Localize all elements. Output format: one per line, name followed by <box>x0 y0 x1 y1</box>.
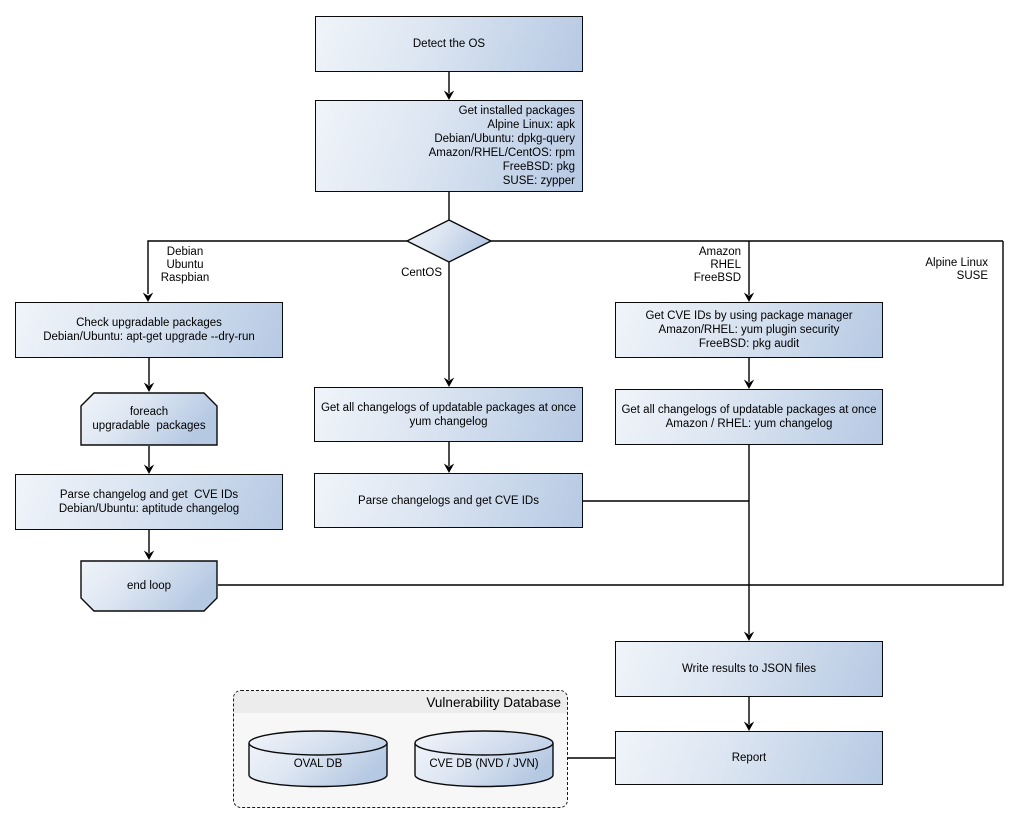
parse-changelog-debian-box: Parse changelog and get CVE IDs Debian/U… <box>15 474 283 530</box>
branch-label-centos: CentOS <box>401 267 442 279</box>
os-decision-diamond <box>405 219 493 263</box>
detect-os-box: Detect the OS <box>315 16 583 72</box>
arrowheads <box>142 90 755 731</box>
connector-alpine-branch-and-endloop-merge <box>218 241 1004 586</box>
connector-decision-to-debian-branch <box>147 240 407 294</box>
foreach-loop-label: foreach upgradable packages <box>92 406 206 432</box>
parse-changelogs-centos-box: Parse changelogs and get CVE IDs <box>314 473 583 528</box>
loop-end-icon <box>80 560 218 612</box>
write-results-json-box: Write results to JSON files <box>615 641 883 697</box>
vulnerability-database-header: Vulnerability Database <box>234 691 567 713</box>
oval-db-cylinder: OVAL DB <box>248 730 388 788</box>
report-box: Report <box>615 731 883 785</box>
end-loop-shape: end loop <box>80 560 218 612</box>
branch-label-alpine: Alpine Linux SUSE <box>925 257 988 282</box>
branch-label-amazon: Amazon RHEL FreeBSD <box>693 246 741 284</box>
cve-db-label: CVE DB (NVD / JVN) <box>429 757 539 770</box>
oval-db-label: OVAL DB <box>293 757 343 770</box>
check-upgradable-packages-box: Check upgradable packages Debian/Ubuntu:… <box>15 302 283 358</box>
yum-changelog-centos-box: Get all changelogs of updatable packages… <box>314 387 583 442</box>
get-installed-packages-box: Get installed packages Alpine Linux: apk… <box>315 100 583 192</box>
foreach-loop-shape: foreach upgradable packages <box>80 392 218 446</box>
vulnerability-database-title: Vulnerability Database <box>426 694 561 710</box>
yum-changelog-amazon-box: Get all changelogs of updatable packages… <box>615 389 883 445</box>
cve-db-cylinder: CVE DB (NVD / JVN) <box>414 730 554 788</box>
branch-label-debian: Debian Ubuntu Raspbian <box>160 246 210 284</box>
end-loop-label: end loop <box>126 580 172 592</box>
database-cylinder-icon <box>248 730 388 788</box>
get-cve-ids-package-manager-box: Get CVE IDs by using package manager Ama… <box>615 302 883 358</box>
loop-start-icon <box>80 392 218 446</box>
database-cylinder-icon <box>414 730 554 788</box>
